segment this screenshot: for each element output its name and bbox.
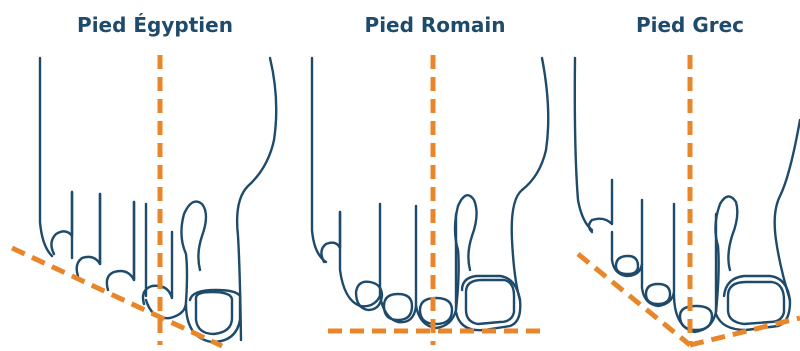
guide-slope-greek-right xyxy=(690,318,800,345)
foot-greek xyxy=(575,55,800,345)
toe-roman-2b xyxy=(416,214,456,328)
toe-greek-3-nail xyxy=(646,284,670,304)
foot-roman xyxy=(312,55,548,345)
foot-outline-greek xyxy=(575,58,592,230)
toe-roman-2 xyxy=(384,294,412,320)
foot-outline-egyptian xyxy=(40,58,52,256)
foot-egyptian xyxy=(12,55,276,346)
foot-outline-greek-right xyxy=(775,120,800,300)
foot-outline-roman-right xyxy=(512,58,549,300)
toe-egyptian-2-neck xyxy=(181,202,206,302)
big-toe-nail-roman xyxy=(466,280,514,324)
big-toe-nail-greek xyxy=(728,282,784,324)
toe-roman-2-nail xyxy=(420,298,452,324)
toe-roman-3b xyxy=(380,206,416,322)
toe-greek-4-nail xyxy=(616,256,638,274)
toe-roman-5 xyxy=(321,212,340,262)
toe-egyptian-3 xyxy=(100,194,134,290)
toe-egyptian-2 xyxy=(134,202,172,304)
toe-roman-4 xyxy=(340,204,380,306)
toe-greek-2-neck xyxy=(715,196,737,312)
foot-outline-roman xyxy=(312,58,326,262)
foot-outline-egyptian-right xyxy=(237,58,276,340)
toe-greek-5 xyxy=(589,180,612,232)
toe-egyptian-5 xyxy=(51,192,72,254)
big-toe-nail-egyptian xyxy=(196,292,232,334)
toe-greek-2-nail xyxy=(680,306,712,330)
toe-egyptian-4 xyxy=(72,192,100,276)
